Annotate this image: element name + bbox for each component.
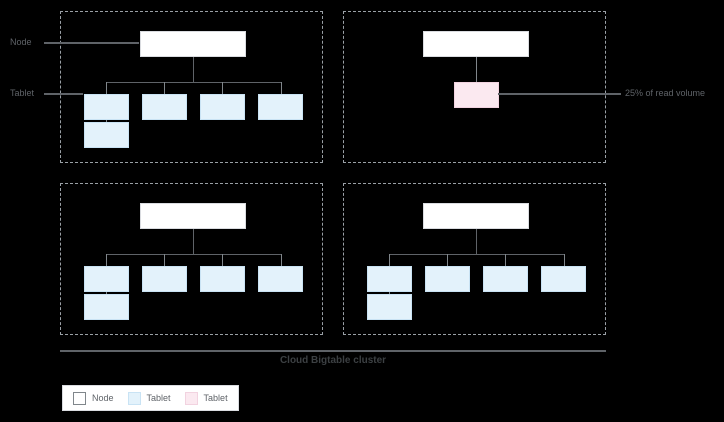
legend-label-tablet: Tablet — [146, 393, 171, 403]
connector-drop — [222, 254, 223, 266]
cluster-caption: Cloud Bigtable cluster — [279, 355, 387, 366]
tablet-box — [483, 266, 528, 292]
legend-item-hot-tablet: Tablet — [184, 391, 228, 405]
connector-drop — [447, 254, 448, 266]
connector-node-trunk — [476, 57, 477, 83]
tablet-box — [367, 266, 412, 292]
connector-node-trunk — [476, 229, 477, 255]
cluster-divider — [60, 350, 606, 352]
connector-drop — [389, 254, 390, 266]
annotation-label-hotspot: 25% of read volume — [625, 88, 706, 98]
tablet-box — [142, 266, 187, 292]
tablet-box — [142, 94, 187, 120]
connector-drop — [164, 82, 165, 94]
connector-drop — [281, 254, 282, 266]
connector-drop — [281, 82, 282, 94]
tablet-box — [200, 266, 245, 292]
tablet-box — [258, 94, 303, 120]
tablet-box — [84, 94, 129, 120]
tablet-box — [541, 266, 586, 292]
node-swatch-icon — [73, 391, 86, 405]
tablet-box — [84, 266, 129, 292]
hot-tablet-swatch-icon — [184, 391, 198, 405]
annotation-label-tablet: Tablet — [10, 88, 35, 98]
connector-node-trunk — [193, 57, 194, 83]
legend-label-hot-tablet: Tablet — [203, 393, 228, 403]
legend-item-tablet: Tablet — [127, 391, 171, 405]
legend-label-node: Node — [92, 393, 114, 403]
tablet-box — [425, 266, 470, 292]
leader-line-tablet — [44, 93, 83, 95]
connector-drop — [505, 254, 506, 266]
tablet-box — [200, 94, 245, 120]
node-group-bottom-left — [60, 183, 323, 335]
node-box — [140, 203, 246, 229]
connector-bus — [389, 254, 564, 255]
hot-tablet-box — [454, 82, 499, 108]
connector-drop — [164, 254, 165, 266]
node-group-top-left — [60, 11, 323, 163]
tablet-swatch-icon — [127, 391, 141, 405]
connector-drop — [222, 82, 223, 94]
tablet-box — [258, 266, 303, 292]
connector-bus — [106, 82, 281, 83]
connector-drop — [106, 82, 107, 94]
tablet-box-child — [367, 294, 412, 320]
connector-node-trunk — [193, 229, 194, 255]
node-group-top-right — [343, 11, 606, 163]
node-box — [423, 203, 529, 229]
node-box — [423, 31, 529, 57]
node-group-bottom-right — [343, 183, 606, 335]
tablet-box-child — [84, 294, 129, 320]
legend-item-node: Node — [73, 391, 114, 405]
leader-line-hotspot — [498, 93, 621, 95]
connector-drop — [106, 254, 107, 266]
leader-line-node — [44, 42, 139, 44]
annotation-label-node: Node — [10, 37, 32, 47]
legend: Node Tablet Tablet — [62, 385, 239, 411]
connector-bus — [106, 254, 281, 255]
tablet-box-child — [84, 122, 129, 148]
connector-drop — [564, 254, 565, 266]
node-box — [140, 31, 246, 57]
